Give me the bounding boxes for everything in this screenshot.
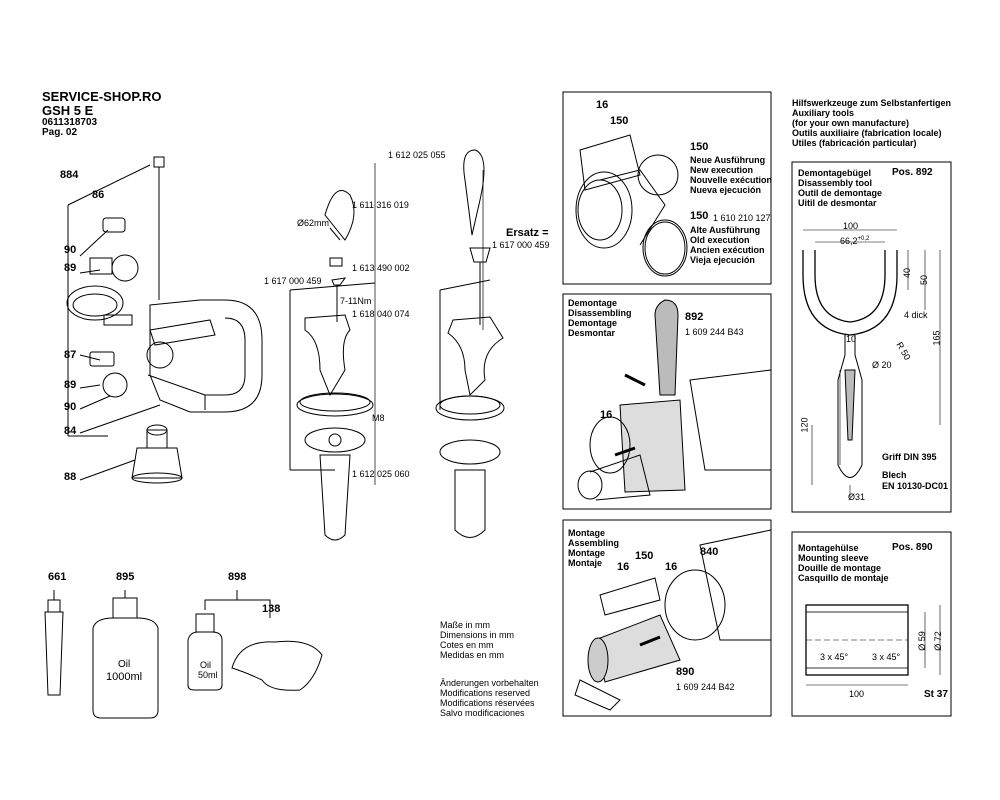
model-name: GSH 5 E [42, 103, 94, 118]
label-diameter-62: Ø62mm [297, 218, 330, 228]
sheet-standard: EN 10130-DC01 [882, 481, 949, 491]
clamp-nut [102, 217, 126, 233]
oil-big-volume: 1000ml [106, 671, 143, 683]
dim-120: 120 [799, 417, 810, 433]
label-torque: 7-11Nm [340, 296, 372, 306]
material-label: St 37 [924, 689, 948, 700]
chamfer-left: 3 x 45° [820, 652, 849, 662]
part-16-label: 16 [596, 99, 609, 111]
ersatz-number: 1 617 000 459 [492, 240, 550, 250]
part-840-label: 840 [700, 546, 719, 558]
part-90-label-lower: 90 [64, 401, 77, 413]
dim-59: Ø 59 [916, 631, 927, 651]
part-86-label: 86 [92, 189, 105, 201]
panel-bracket [791, 161, 952, 513]
part-150-assembly-label: 150 [635, 550, 654, 562]
part-87-label: 87 [64, 349, 77, 361]
part-884-label: 884 [60, 169, 79, 181]
tool-892-number: 1 609 244 B43 [685, 327, 744, 337]
part-89-label: 89 [64, 262, 77, 274]
dim-66: 66,2+0,2 [840, 236, 870, 246]
oil-small-label: Oil [200, 660, 211, 670]
label-1612025055: 1 612 025 055 [388, 150, 446, 160]
oil-big-label: Oil [118, 659, 131, 670]
panel-ring [562, 91, 772, 285]
dim-sleeve-100: 100 [849, 689, 865, 699]
label-m8: M8 [372, 413, 385, 423]
dim-4-thick: 4 dick [904, 310, 928, 320]
part-150-new-label: 150 [690, 141, 709, 153]
dim-20: Ø 20 [872, 360, 892, 370]
part-number: 0611318703 [42, 117, 98, 128]
part-138-label: 138 [262, 603, 281, 615]
sheet-label: Blech [882, 470, 907, 480]
part-88-label: 88 [64, 471, 77, 483]
bracket-pos: Pos. 892 [892, 167, 933, 178]
part-89-label-lower: 89 [64, 379, 77, 391]
ersatz-label: Ersatz = [506, 227, 549, 239]
part-150-label: 150 [610, 115, 629, 127]
label-1613490002: 1 613 490 002 [352, 263, 410, 273]
shop-name: SERVICE-SHOP.RO [42, 89, 162, 104]
chamfer-right: 3 x 45° [872, 652, 901, 662]
label-1612025060: 1 612 025 060 [352, 469, 410, 479]
part-84-label: 84 [64, 425, 77, 437]
part-16-disassembly-label: 16 [600, 409, 613, 421]
part-16-assembly-label: 16 [617, 561, 630, 573]
dim-165: 165 [931, 330, 942, 346]
part-16-assembly-label-2: 16 [665, 561, 678, 573]
part-892-label: 892 [685, 311, 704, 323]
oil-small-volume: 50ml [198, 670, 218, 680]
dim-40: 40 [902, 267, 913, 279]
dim-10: 10 [846, 334, 857, 344]
part-661-label: 661 [48, 571, 67, 583]
dim-31: Ø31 [848, 492, 866, 502]
tool-890-number: 1 609 244 B42 [676, 682, 735, 692]
label-1611316019: 1 611 316 019 [352, 200, 409, 210]
panel-sleeve [791, 531, 952, 717]
part-898-label: 898 [228, 571, 247, 583]
label-1618040074: 1 618 040 074 [352, 309, 410, 319]
part-90-label: 90 [64, 244, 77, 256]
dim-50: 50 [919, 274, 930, 286]
dim-72: Ø 72 [932, 631, 943, 651]
label-1617000459: 1 617 000 459 [264, 276, 322, 286]
old-part-number: 1 610 210 127 [713, 213, 771, 223]
page-number: Pag. 02 [42, 127, 78, 138]
dim-100: 100 [843, 221, 859, 231]
part-150-old-label: 150 [690, 210, 709, 222]
grip-label: Griff DIN 395 [882, 452, 937, 462]
part-895-label: 895 [116, 571, 135, 583]
part-890-label: 890 [676, 666, 695, 678]
sleeve-pos: Pos. 890 [892, 542, 933, 553]
